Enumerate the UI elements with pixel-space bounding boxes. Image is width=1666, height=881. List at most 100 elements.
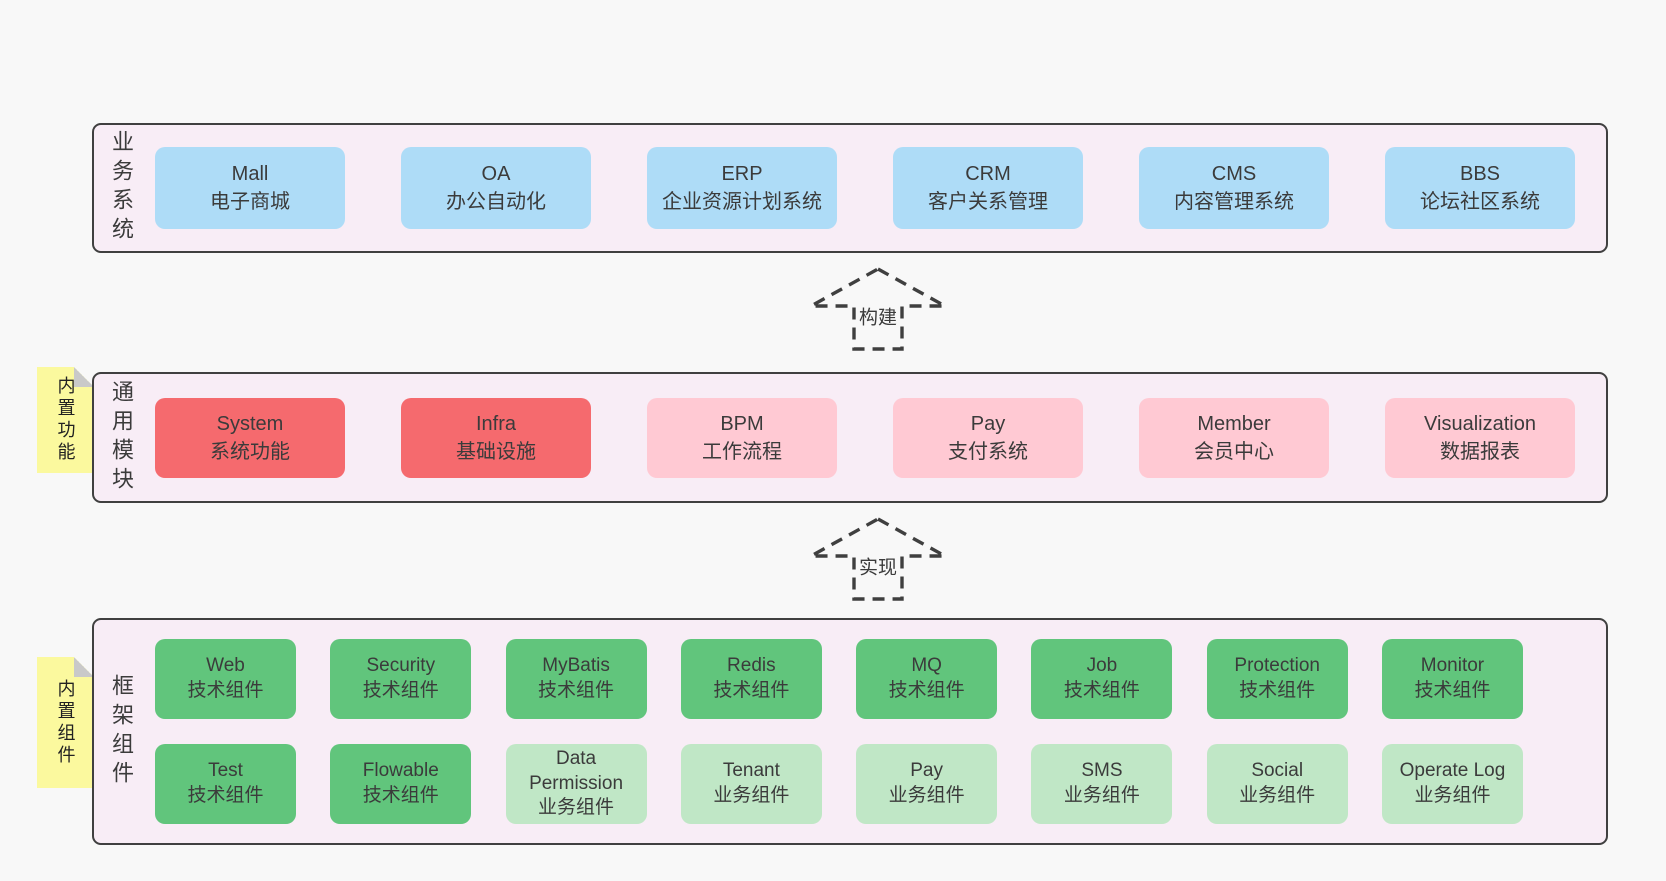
module-subtitle: 技术组件 — [187, 785, 264, 806]
module-title: Mall — [231, 163, 269, 185]
band-boxes: Mall 电子商城 OA 办公自动化 ERP 企业资源计划系统 CRM 客户关系管理 CMS 内容… — [155, 125, 1575, 251]
module-title: Security — [366, 655, 436, 677]
module-box-bpm: BPM 工作流程 — [647, 397, 837, 478]
module-subtitle: 技术组件 — [1063, 680, 1140, 701]
module-title: CMS — [1211, 163, 1257, 185]
module-title: Social — [1251, 760, 1304, 782]
module-box-erp: ERP 企业资源计划系统 — [647, 147, 837, 229]
arrow-label: 实现 — [855, 552, 901, 580]
module-subtitle: 技术组件 — [713, 680, 790, 701]
module-title: Pay — [910, 760, 943, 782]
box-row: Mall 电子商城 OA 办公自动化 ERP 企业资源计划系统 CRM 客户关系管理 CMS 内容… — [155, 147, 1575, 229]
module-box-monitor: Monitor 技术组件 — [1381, 639, 1523, 719]
module-title: CRM — [965, 163, 1011, 185]
module-box-bbs: BBS 论坛社区系统 — [1385, 147, 1575, 229]
module-box-crm: CRM 客户关系管理 — [893, 147, 1083, 229]
module-box-flowable: Flowable 技术组件 — [330, 744, 472, 824]
module-title: Flowable — [362, 760, 439, 782]
module-subtitle: 会员中心 — [1194, 440, 1274, 463]
module-title: Infra — [475, 412, 517, 435]
module-subtitle: 业务组件 — [1239, 785, 1316, 806]
up-arrow-icon — [810, 267, 946, 351]
module-subtitle: 技术组件 — [362, 680, 439, 701]
module-title: BPM — [720, 412, 764, 435]
module-box-mall: Mall 电子商城 — [155, 147, 345, 229]
module-subtitle: 业务组件 — [713, 785, 790, 806]
module-subtitle: 电子商城 — [210, 191, 290, 213]
band-label: 框架组件 — [109, 673, 134, 790]
module-title: MyBatis — [542, 655, 610, 677]
module-subtitle: 企业资源计划系统 — [662, 191, 822, 213]
module-box-data-permission: Data Permission 业务组件 — [505, 744, 647, 824]
module-box-infra: Infra 基础设施 — [401, 397, 591, 478]
module-subtitle: 数据报表 — [1440, 440, 1520, 463]
module-subtitle: 技术组件 — [1239, 680, 1316, 701]
module-subtitle: 业务组件 — [1063, 785, 1140, 806]
module-subtitle: 业务组件 — [538, 797, 615, 819]
module-title: Data Permission — [529, 747, 624, 794]
module-subtitle: 技术组件 — [1414, 680, 1491, 701]
module-subtitle: 技术组件 — [362, 785, 439, 806]
module-box-social: Social 业务组件 — [1206, 744, 1348, 824]
module-subtitle: 基础设施 — [456, 440, 536, 463]
module-box-pay: Pay 业务组件 — [856, 744, 998, 824]
sticky-note-builtin-components: 内置组件 — [37, 657, 94, 788]
module-title: Test — [208, 760, 243, 782]
module-box-cms: CMS 内容管理系统 — [1139, 147, 1329, 229]
arrow-build: 构建 — [808, 266, 948, 352]
band-label: 业务系统 — [109, 130, 134, 246]
arrow-label: 构建 — [855, 302, 901, 330]
module-box-oa: OA 办公自动化 — [401, 147, 591, 229]
module-title: Monitor — [1420, 655, 1485, 677]
module-title: OA — [481, 163, 511, 185]
module-title: ERP — [721, 163, 763, 185]
module-box-protection: Protection 技术组件 — [1206, 639, 1348, 719]
module-box-mybatis: MyBatis 技术组件 — [505, 639, 647, 719]
module-subtitle: 技术组件 — [888, 680, 965, 701]
module-box-visualization: Visualization 数据报表 — [1385, 397, 1575, 478]
module-subtitle: 工作流程 — [702, 440, 782, 463]
module-title: Web — [206, 655, 245, 677]
module-subtitle: 系统功能 — [210, 440, 290, 463]
module-title: Pay — [970, 412, 1006, 435]
arrow-implement: 实现 — [808, 516, 948, 602]
module-box-member: Member 会员中心 — [1139, 397, 1329, 478]
module-subtitle: 支付系统 — [948, 440, 1028, 463]
module-box-operate-log: Operate Log 业务组件 — [1381, 744, 1523, 824]
module-title: Operate Log — [1399, 760, 1506, 782]
sticky-note-label: 内置功能 — [55, 376, 76, 464]
up-arrow-icon — [810, 517, 946, 601]
module-subtitle: 技术组件 — [538, 680, 615, 701]
module-title: Visualization — [1424, 412, 1536, 435]
module-subtitle: 客户关系管理 — [928, 191, 1048, 213]
module-subtitle: 内容管理系统 — [1174, 191, 1294, 213]
band-label: 通用模块 — [109, 379, 134, 496]
band-business-systems: 业务系统 Mall 电子商城 OA 办公自动化 ERP 企业资源计划系统 CRM 客户关系管理… — [92, 123, 1608, 253]
module-title: Member — [1197, 412, 1271, 435]
module-title: Tenant — [722, 760, 780, 782]
module-title: Redis — [727, 655, 776, 677]
module-subtitle: 论坛社区系统 — [1420, 191, 1540, 213]
module-title: BBS — [1459, 163, 1501, 185]
module-box-redis: Redis 技术组件 — [680, 639, 822, 719]
module-title: SMS — [1081, 760, 1123, 782]
module-box-sms: SMS 业务组件 — [1031, 744, 1173, 824]
module-title: Protection — [1234, 655, 1320, 677]
module-subtitle: 业务组件 — [888, 785, 965, 806]
module-box-tenant: Tenant 业务组件 — [680, 744, 822, 824]
sticky-note-label: 内置组件 — [55, 678, 76, 767]
module-box-pay: Pay 支付系统 — [893, 397, 1083, 478]
module-subtitle: 办公自动化 — [446, 191, 546, 213]
module-subtitle: 业务组件 — [1414, 785, 1491, 806]
